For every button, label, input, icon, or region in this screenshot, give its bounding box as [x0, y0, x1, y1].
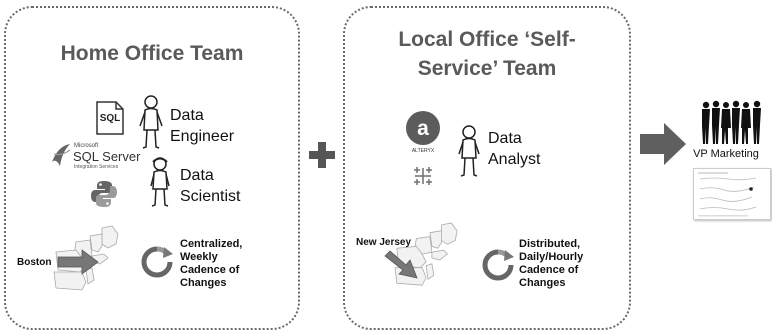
local-cadence-line2: Daily/Hourly — [519, 251, 584, 263]
tableau-logo-icon — [414, 167, 432, 185]
vp-marketing-label: VP Marketing — [693, 148, 759, 160]
local-office-panel: Local Office ‘Self- Service’ Team — [343, 6, 631, 330]
data-analyst-figure-icon — [458, 125, 480, 177]
sql-server-logo: Microsoft SQL Server Integration Service… — [50, 142, 162, 172]
home-cadence-line3: Cadence of — [180, 264, 240, 276]
plus-icon — [309, 142, 335, 168]
sql-server-sub: Integration Services — [74, 164, 119, 170]
data-engineer-label-line2: Engineer — [170, 128, 235, 145]
home-office-panel: Home Office Team — [4, 6, 300, 330]
sql-server-icon — [52, 144, 71, 166]
data-analyst-label-line1: Data — [488, 130, 522, 147]
local-office-title-line2: Service’ Team — [417, 57, 557, 80]
sql-file-label: SQL — [99, 113, 121, 124]
report-thumbnail — [693, 168, 771, 220]
data-engineer-figure-icon — [139, 95, 163, 149]
local-cadence-line3: Cadence of — [519, 264, 579, 276]
sql-server-name: SQL Server — [73, 149, 141, 164]
cycle-refresh-icon — [141, 246, 173, 278]
report-sparklines-icon — [698, 172, 757, 217]
sql-server-brand: Microsoft — [74, 143, 99, 149]
alteryx-logo-icon: a — [406, 111, 440, 145]
local-office-title-line1: Local Office ‘Self- — [398, 28, 576, 51]
boston-pointer-arrow-icon — [57, 249, 99, 275]
business-team-silhouette-icon — [702, 100, 761, 144]
home-cadence-line2: Weekly — [180, 251, 218, 263]
new-jersey-label: New Jersey — [356, 237, 412, 248]
local-cadence-text: Distributed, Daily/Hourly Cadence of Cha… — [519, 238, 583, 290]
data-scientist-figure-icon — [150, 157, 170, 207]
boston-label: Boston — [17, 257, 52, 268]
home-office-title: Home Office Team — [60, 42, 244, 65]
svg-text:a: a — [417, 117, 429, 140]
data-scientist-label-line1: Data — [180, 167, 214, 184]
home-cadence-text: Centralized, Weekly Cadence of Changes — [180, 238, 242, 290]
data-analyst-label-line2: Analyst — [488, 151, 541, 168]
flow-arrow-icon — [640, 123, 686, 165]
new-jersey-pointer-arrow-icon — [384, 250, 418, 279]
local-cadence-line4: Changes — [519, 277, 566, 289]
sql-file-icon: SQL — [94, 100, 126, 136]
data-engineer-label-line1: Data — [170, 107, 204, 124]
cycle-refresh-icon-local — [482, 249, 514, 281]
home-cadence-line4: Changes — [180, 277, 227, 289]
data-scientist-label-line2: Scientist — [180, 188, 241, 205]
alteryx-label: ALTERYX — [411, 148, 435, 154]
local-cadence-line1: Distributed, — [519, 238, 581, 250]
home-cadence-line1: Centralized, — [180, 238, 243, 250]
python-icon — [91, 181, 117, 207]
